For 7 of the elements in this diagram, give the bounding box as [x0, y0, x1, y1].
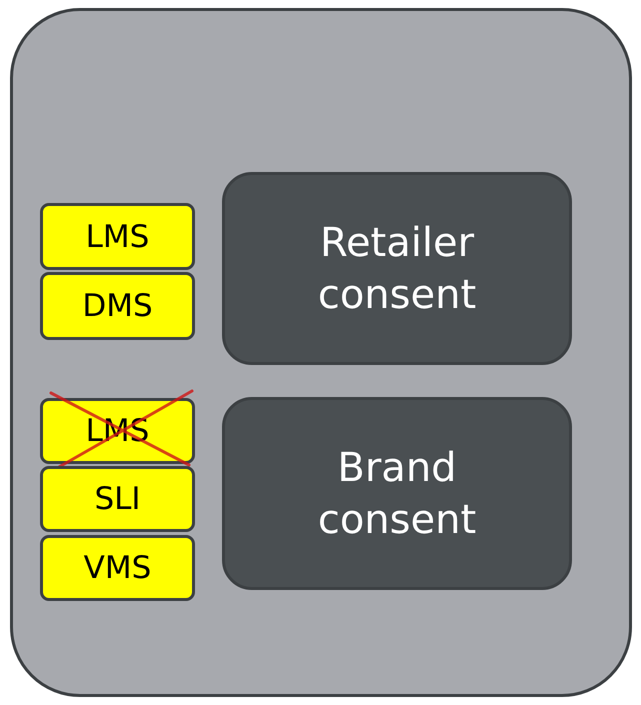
- system-box: SLI: [40, 466, 195, 532]
- consent-box: Brand consent: [222, 397, 572, 590]
- consent-box: Retailer consent: [222, 172, 572, 365]
- system-box: DMS: [40, 272, 195, 340]
- container-box: [10, 8, 632, 697]
- system-box: LMS: [40, 203, 195, 270]
- system-box: VMS: [40, 535, 195, 601]
